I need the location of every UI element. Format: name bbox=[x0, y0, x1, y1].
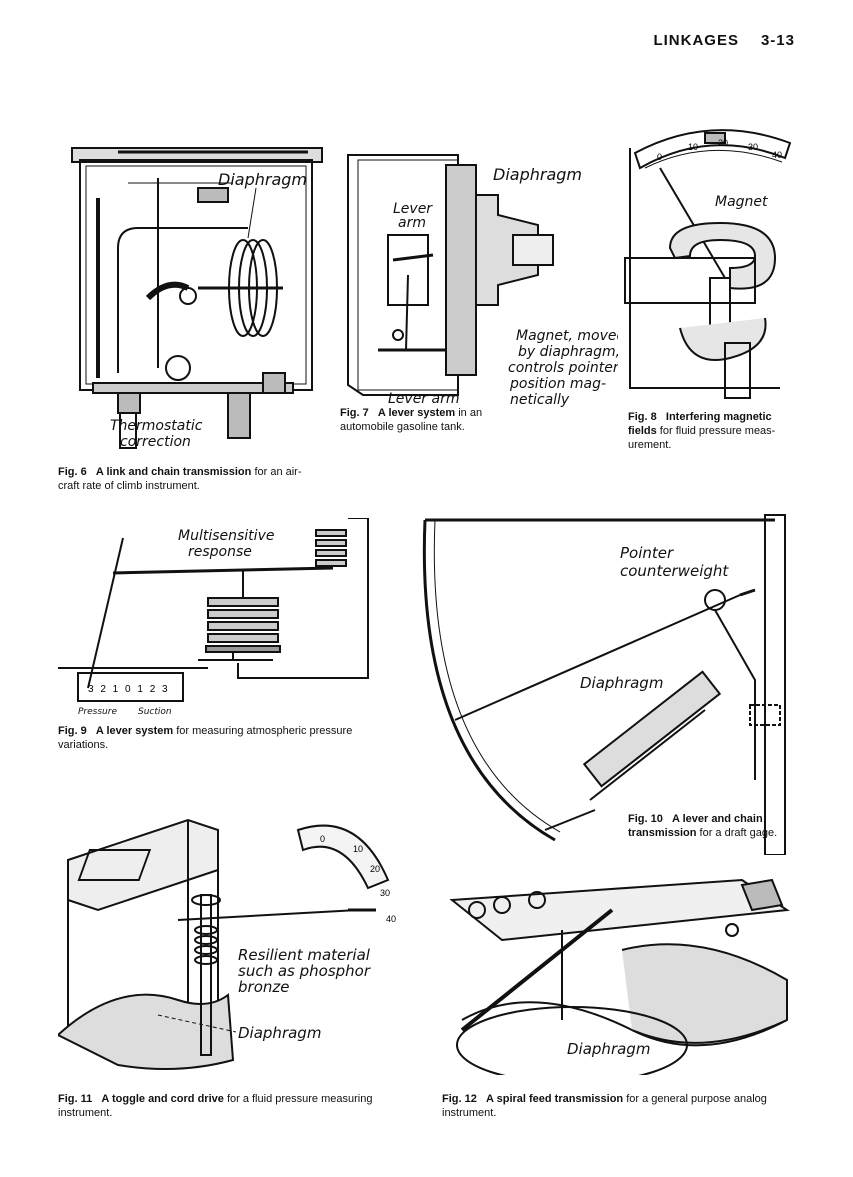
fig9-caption: Fig. 9 A lever system for measuring atmo… bbox=[58, 724, 378, 752]
fig9-pressure-label: Pressure bbox=[78, 707, 117, 717]
fig8-number: Fig. 8 bbox=[628, 411, 657, 423]
fig9-rest: for measuring atmospheric pressure varia… bbox=[58, 725, 353, 751]
fig8-rest: for fluid pressure meas-urement. bbox=[628, 425, 776, 451]
fig9-multisensitive-label-1: Multisensitive bbox=[178, 528, 274, 544]
fig12-number: Fig. 12 bbox=[442, 1093, 477, 1105]
fig12-rest: for a general purpose analog instrument. bbox=[442, 1093, 767, 1119]
fig7-number: Fig. 7 bbox=[340, 407, 369, 419]
fig8-scale-0: 0 bbox=[657, 152, 662, 162]
fig11-scale-10: 10 bbox=[353, 844, 363, 854]
fig7-drawing: Diaphragm Lever arm Lever arm Magnet, mo… bbox=[338, 135, 618, 410]
fig8-magnet-label: Magnet bbox=[715, 194, 768, 210]
fig11-resilient-label-1: Resilient material bbox=[238, 946, 371, 964]
fig7-magnet-label-5: netically bbox=[510, 392, 570, 408]
fig9-number: Fig. 9 bbox=[58, 725, 87, 737]
fig11-scale-40: 40 bbox=[386, 914, 396, 924]
fig11-resilient-label-2: such as phosphor bbox=[238, 962, 371, 980]
fig10-counterweight-label: counterweight bbox=[620, 562, 729, 580]
fig6-drawing: Diaphragm Thermostatic correction bbox=[58, 138, 333, 458]
fig11-scale-20: 20 bbox=[370, 864, 380, 874]
fig7-diaphragm-label: Diaphragm bbox=[493, 165, 582, 184]
fig11-diaphragm-label: Diaphragm bbox=[238, 1024, 321, 1042]
fig6-rest: for an air-craft rate of climb instrumen… bbox=[58, 466, 302, 492]
fig9-title: A lever system bbox=[95, 725, 174, 737]
fig10-number: Fig. 10 bbox=[628, 813, 663, 825]
fig11-resilient-label-3: bronze bbox=[238, 978, 289, 996]
fig6-caption: Fig. 6 A link and chain transmission for… bbox=[58, 465, 313, 493]
fig11-scale-30: 30 bbox=[380, 888, 390, 898]
fig9-drawing: Multisensitive response 3 2 1 0 1 2 3 Pr… bbox=[58, 518, 378, 718]
fig8-title: Interfering magnetic fields bbox=[628, 411, 772, 437]
fig11-title: A toggle and cord drive bbox=[101, 1093, 224, 1105]
fig10-drawing: Pointer counterweight Diaphragm bbox=[405, 510, 800, 855]
fig7-magnet-label-4: position mag- bbox=[509, 376, 606, 392]
fig12-caption: Fig. 12 A spiral feed transmission for a… bbox=[442, 1092, 797, 1120]
fig12-diaphragm-label: Diaphragm bbox=[567, 1040, 650, 1058]
fig6-title: A link and chain transmission bbox=[95, 466, 252, 478]
fig7-rest: in an automobile gasoline tank. bbox=[340, 407, 483, 433]
fig7-lever-arm-label: Lever arm bbox=[388, 391, 460, 407]
fig6-diaphragm-label: Diaphragm bbox=[218, 170, 307, 189]
fig9-multisensitive-label-2: response bbox=[188, 544, 252, 560]
fig12-title: A spiral feed transmission bbox=[486, 1093, 624, 1105]
fig9-suction-label: Suction bbox=[138, 707, 172, 717]
fig7-lever-label-1: Lever bbox=[393, 201, 433, 217]
fig11-scale-0: 0 bbox=[320, 834, 325, 844]
section-title: LINKAGES bbox=[653, 32, 739, 49]
fig10-pointer-label: Pointer bbox=[620, 544, 674, 562]
fig10-caption: Fig. 10 A lever and chain transmission f… bbox=[628, 812, 798, 840]
fig7-magnet-label-1: Magnet, moved bbox=[516, 328, 618, 344]
fig7-lever-label-2: arm bbox=[398, 215, 426, 231]
fig8-drawing: 0 10 20 30 40 Magnet bbox=[600, 128, 800, 413]
fig10-rest: for a draft gage. bbox=[699, 827, 778, 839]
fig8-caption: Fig. 8 Interfering magnetic fields for f… bbox=[628, 410, 798, 452]
fig7-magnet-label-2: by diaphragm, bbox=[518, 344, 618, 360]
running-header: LINKAGES 3-13 bbox=[653, 32, 795, 49]
fig11-drawing: 0 10 20 30 40 Resilient material such as… bbox=[58, 800, 408, 1075]
fig7-caption: Fig. 7 A lever system in an automobile g… bbox=[340, 406, 505, 434]
fig10-diaphragm-label: Diaphragm bbox=[580, 674, 663, 692]
fig6-thermo-label-2: correction bbox=[120, 434, 191, 450]
fig11-rest: for a fluid pressure measuring instrumen… bbox=[58, 1093, 373, 1119]
fig8-scale-20: 20 bbox=[718, 138, 728, 148]
fig6-thermo-label-1: Thermostatic bbox=[110, 418, 203, 434]
fig8-scale-40: 40 bbox=[772, 150, 782, 160]
fig7-magnet-label-3: controls pointer bbox=[508, 360, 618, 376]
fig6-number: Fig. 6 bbox=[58, 466, 87, 478]
fig11-caption: Fig. 11 A toggle and cord drive for a fl… bbox=[58, 1092, 408, 1120]
fig9-scale: 3 2 1 0 1 2 3 bbox=[88, 684, 170, 695]
fig11-number: Fig. 11 bbox=[58, 1093, 93, 1105]
fig8-scale-10: 10 bbox=[688, 142, 698, 152]
page-number: 3-13 bbox=[760, 32, 795, 49]
fig12-drawing: Diaphragm bbox=[442, 870, 797, 1075]
fig8-scale-30: 30 bbox=[748, 142, 758, 152]
fig7-title: A lever system bbox=[377, 407, 456, 419]
fig10-title: A lever and chain transmission bbox=[628, 813, 763, 839]
